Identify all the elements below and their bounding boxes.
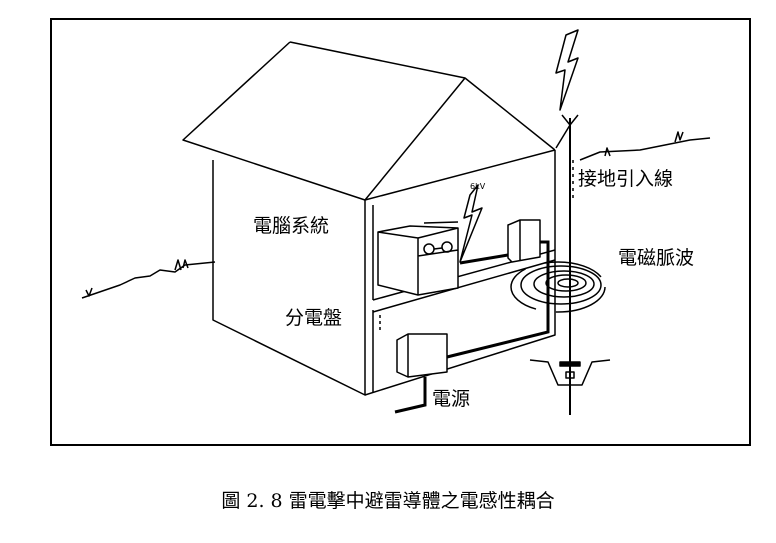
wire-power-source [394, 377, 427, 414]
computer-system [377, 221, 459, 296]
equipment-box [507, 219, 541, 263]
voltage-label: 6kV [470, 182, 486, 191]
label-ground-down-conductor: 接地引入線 [578, 168, 673, 190]
wire-box-panel [446, 240, 550, 359]
wire-computer-box [459, 253, 509, 265]
label-power-source: 電源 [432, 388, 470, 410]
rod-roof-link [555, 124, 571, 149]
label-distribution-panel: 分電盤 [285, 307, 342, 329]
induced-surge-icon [459, 184, 483, 263]
house-roof [182, 41, 556, 201]
ground-electrode [559, 361, 581, 367]
em-pulse-rings [510, 261, 606, 313]
ground-clamp [565, 371, 575, 379]
label-computer-system: 電腦系統 [253, 215, 329, 237]
house-side-wall [212, 160, 366, 396]
ground-line-right [579, 137, 711, 161]
figure-caption: 圖 2. 8 雷電擊中避雷導體之電感性耦合 [221, 490, 554, 512]
label-em-pulse: 電磁脈波 [618, 247, 694, 269]
computer-disk-icon [441, 241, 453, 253]
frame-border [50, 18, 751, 446]
lightning-bolt-icon [555, 29, 579, 111]
distribution-box [396, 333, 448, 378]
ground-line-left [81, 261, 216, 299]
grass-left [85, 259, 189, 297]
ground-pit [529, 359, 611, 386]
grass-right [604, 131, 684, 157]
